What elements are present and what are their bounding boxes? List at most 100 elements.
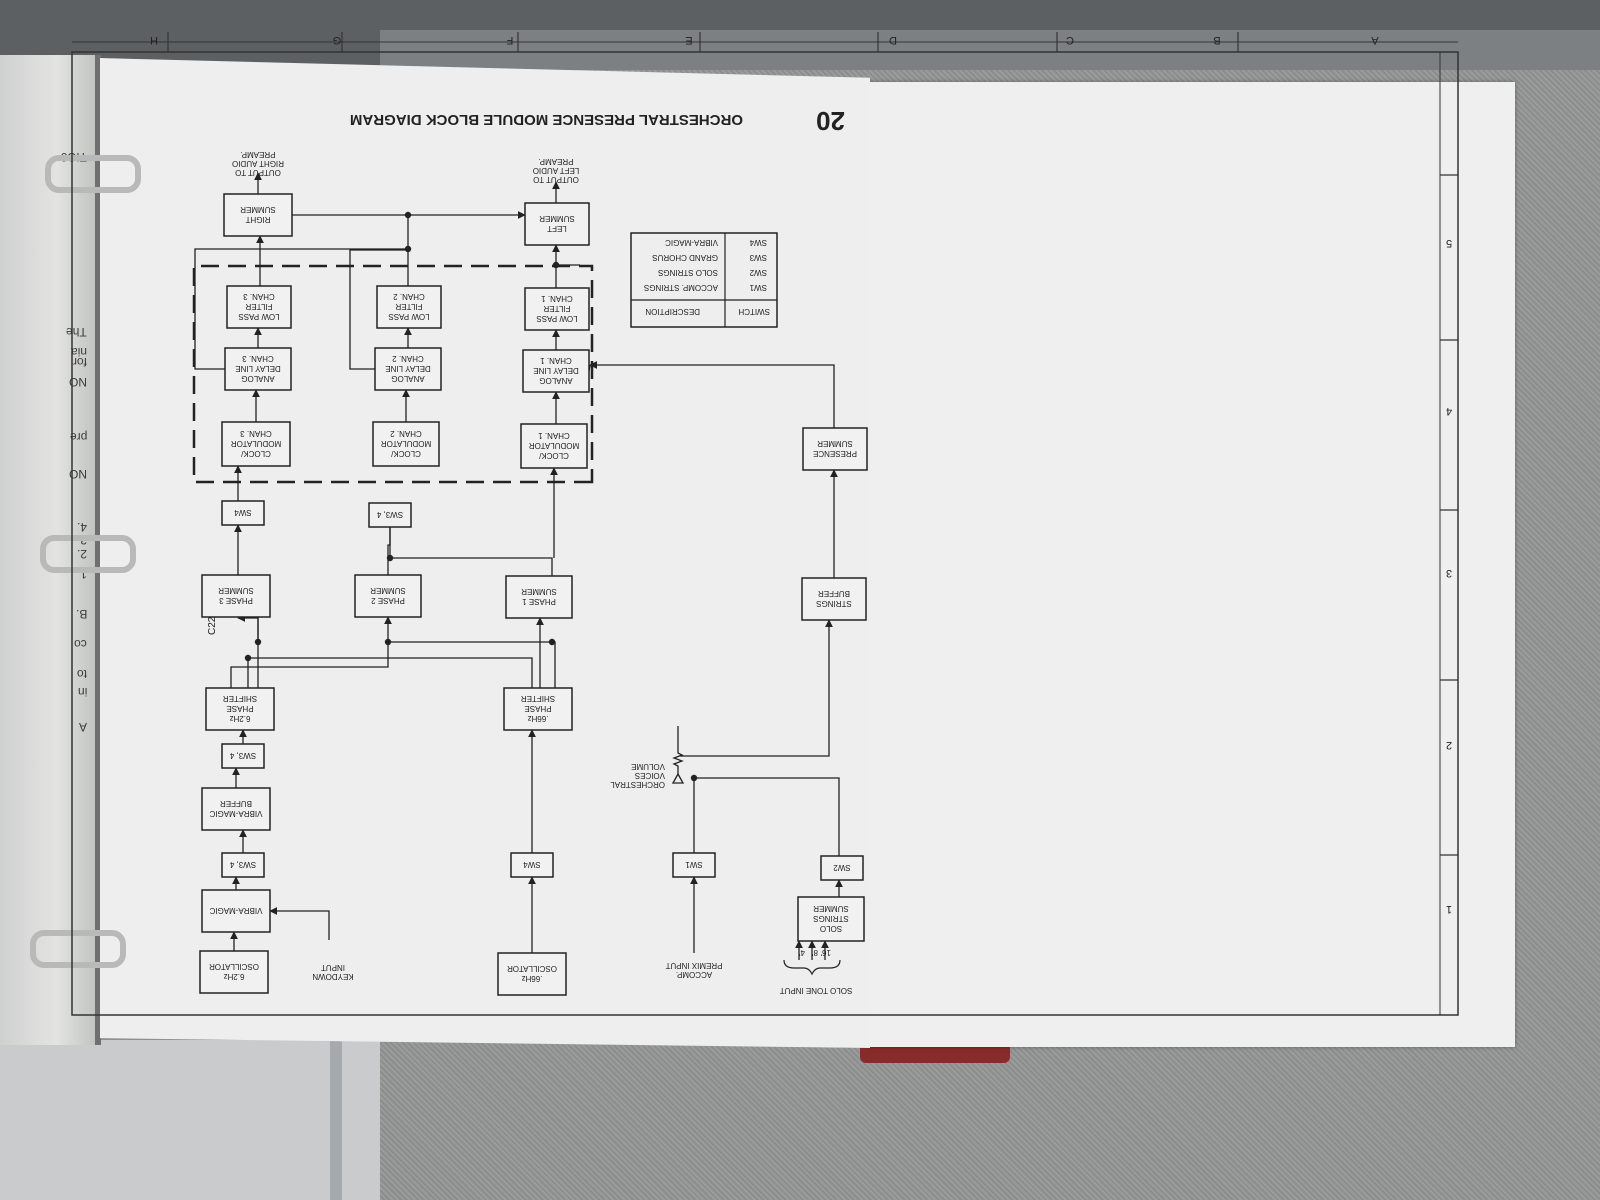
- junction-dot: [548, 638, 556, 646]
- table-cell-description: VIBRA-MAGIC: [665, 238, 718, 247]
- block-label: LOW PASS: [238, 312, 279, 321]
- signal-wire: [680, 619, 833, 757]
- block-label: SUMMER: [813, 904, 849, 913]
- keydown-input-label: INPUT: [321, 963, 345, 972]
- block-label: MODULATOR: [231, 439, 282, 448]
- table-cell-description: SOLO STRINGS: [658, 268, 718, 277]
- page-number: 20: [816, 106, 845, 136]
- block-label: SUMMER: [240, 205, 276, 214]
- signal-wire: [589, 361, 835, 428]
- diagram-title: ORCHESTRAL PRESENCE MODULE BLOCK DIAGRAM: [350, 111, 743, 128]
- output-right-label: PREAMP.: [241, 150, 276, 159]
- block-label: MODULATOR: [529, 441, 580, 450]
- block-label: CHAN. 1: [538, 431, 570, 440]
- switch-table: SWITCH DESCRIPTION SW1 ACCOMP. STRINGS S…: [630, 232, 778, 328]
- block-label: CHAN. 1: [541, 294, 573, 303]
- block-label: DELAY LINE: [533, 366, 579, 375]
- border-row-number: 5: [1446, 237, 1452, 249]
- block-label: SUMMER: [370, 586, 406, 595]
- block-label: FILTER: [395, 302, 422, 311]
- border-row-number: 4: [1446, 405, 1452, 417]
- block-label: PHASE 2: [371, 596, 405, 605]
- block-label: SW2: [833, 863, 851, 872]
- block-label: PHASE 3: [219, 596, 253, 605]
- block-label: FILTER: [245, 302, 272, 311]
- volume-label: VOLUME: [631, 762, 665, 771]
- footage-label: 16': [820, 948, 831, 957]
- border-column-letter: E: [685, 34, 692, 46]
- solo-tone-input-label: SOLO TONE INPUT: [780, 986, 853, 995]
- block-label: ANALOG: [539, 376, 572, 385]
- block-label: MODULATOR: [381, 439, 432, 448]
- accomp-input-label: ACCOMP.: [676, 970, 712, 979]
- block-label: STRINGS: [813, 914, 849, 923]
- block-label: VIBRA-MAGIC: [209, 906, 262, 915]
- block-label: CLOCK/: [390, 449, 421, 458]
- border-column-letter: G: [333, 34, 342, 46]
- block-label: SW3, 4: [376, 510, 403, 519]
- border-column-letter: F: [506, 34, 513, 46]
- block-label: LOW PASS: [536, 314, 577, 323]
- block-label: SUMMER: [521, 587, 557, 596]
- footage-label: 8': [812, 948, 818, 957]
- border-column-letter: C: [1066, 34, 1074, 46]
- block-label: PRESENCE: [813, 449, 857, 458]
- border-column-letter: B: [1213, 34, 1220, 46]
- border-row-number: 3: [1446, 567, 1452, 579]
- junction-dot: [386, 554, 394, 562]
- block-label: 6.2Hz: [230, 714, 251, 723]
- border-column-letter: D: [889, 34, 897, 46]
- block-label: OSCILLATOR: [507, 964, 557, 973]
- table-cell-switch: SW1: [749, 283, 767, 292]
- binder-ring: [30, 930, 126, 968]
- block-label: SW3, 4: [229, 860, 256, 869]
- block-label: ANALOG: [241, 374, 274, 383]
- output-right-label: RIGHT AUDIO: [232, 159, 284, 168]
- junction-dot: [690, 774, 698, 782]
- block-label: SOLO: [820, 924, 842, 933]
- block-label: LOW PASS: [388, 312, 429, 321]
- block-label: CLOCK/: [240, 449, 271, 458]
- block-label: SHIFTER: [521, 694, 555, 703]
- block-label: LEFT: [547, 224, 567, 233]
- signal-wire: [389, 527, 553, 576]
- sw1-block: SW1: [672, 852, 716, 878]
- table-edge: [0, 1040, 380, 1200]
- block-label: BUFFER: [220, 799, 252, 808]
- block-label: CHAN. 1: [540, 356, 572, 365]
- vibra-magic-block: VIBRA-MAGIC: [201, 889, 271, 933]
- block-label: CLOCK/: [538, 451, 569, 460]
- signal-wire: [194, 248, 408, 370]
- sw4-a-block: SW4: [221, 500, 265, 526]
- binder-lid: [380, 30, 1600, 70]
- block-label: OSCILLATOR: [209, 962, 259, 971]
- junction-dot: [244, 654, 252, 662]
- border-row-number: 1: [1446, 903, 1452, 915]
- signal-wire: [230, 616, 392, 688]
- block-label: ANALOG: [391, 374, 424, 383]
- table-cell-switch: SW2: [749, 268, 767, 277]
- accomp-input-label: PREMIX INPUT: [665, 961, 722, 970]
- binder-ring: [40, 535, 136, 573]
- block-label: SW1: [685, 860, 703, 869]
- signal-wire: [385, 641, 556, 688]
- signal-wire: [349, 249, 408, 370]
- sw34-b-block: SW3, 4: [221, 743, 265, 769]
- block-label: PHASE 1: [522, 597, 556, 606]
- border-row-number: 2: [1446, 739, 1452, 751]
- junction-dot: [404, 211, 412, 219]
- block-label: SW3, 4: [229, 751, 256, 760]
- table-header-description: DESCRIPTION: [645, 307, 700, 316]
- table-cell-description: ACCOMP. STRINGS: [644, 283, 718, 292]
- block-label: PHASE: [524, 704, 551, 713]
- output-left-label: LEFT AUDIO: [533, 166, 580, 175]
- output-right-label: OUTPUT TO: [235, 168, 281, 177]
